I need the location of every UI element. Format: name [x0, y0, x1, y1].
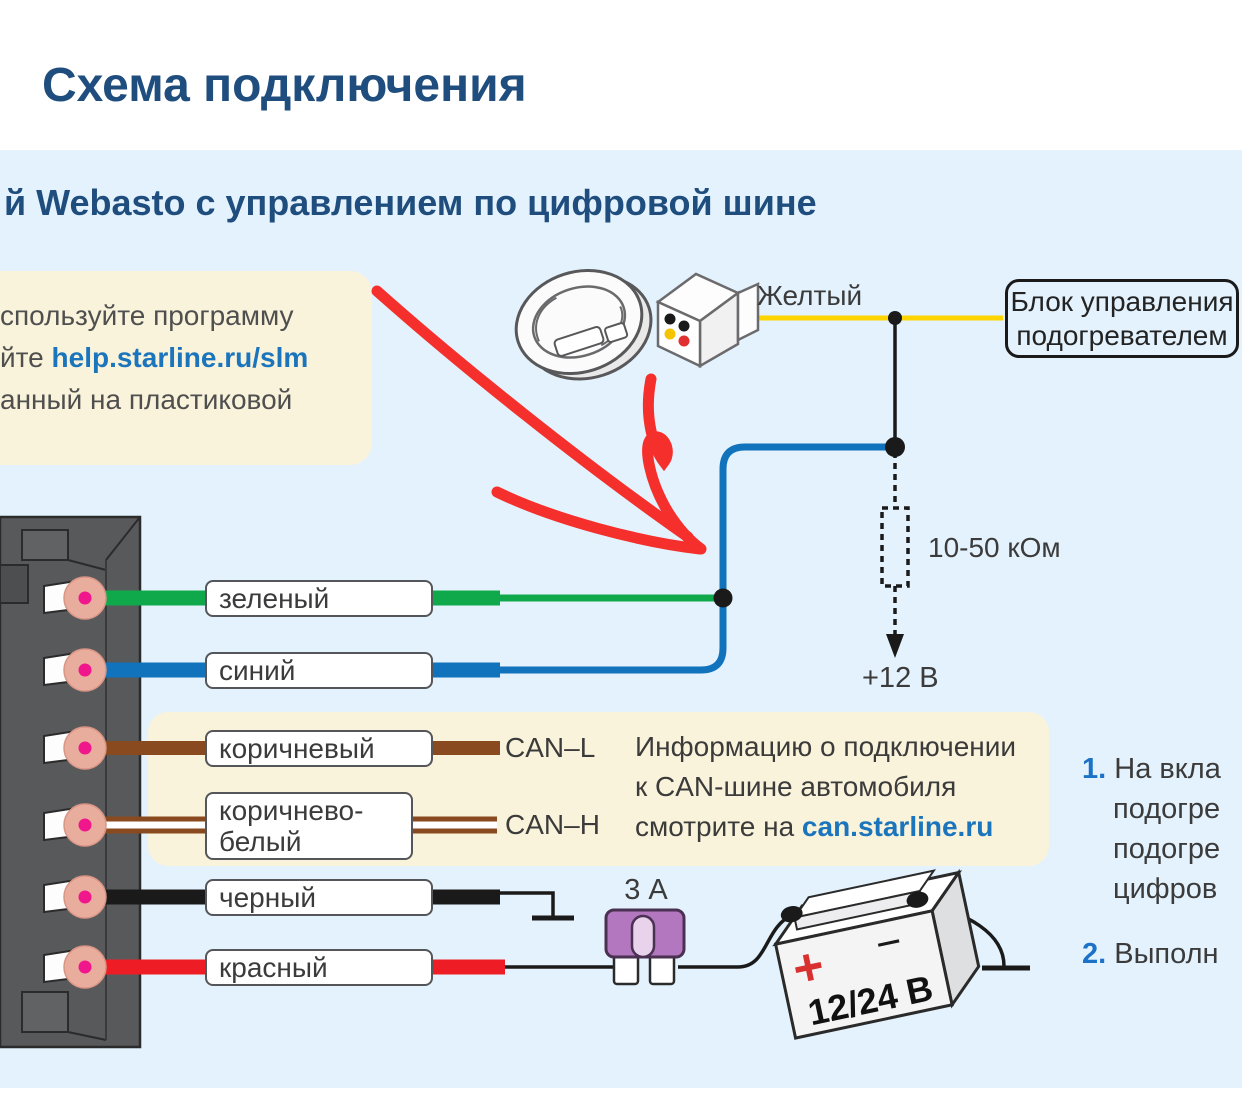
can-note-line-3: смотрите на can.starline.ru: [635, 807, 1016, 847]
pin-brown: [43, 726, 107, 770]
wire-label-red: красный: [205, 949, 433, 986]
connector-pins: [43, 576, 107, 989]
red-wire: [100, 913, 793, 975]
step-2-line-1: 2. Выполн: [1082, 938, 1219, 971]
arrowhead-plus12v: [886, 634, 904, 658]
wire-label-black: черный: [205, 879, 433, 916]
yellow-wire-tag: Желтый: [757, 280, 863, 311]
can-note-line-3-prefix: смотрите на: [635, 811, 802, 842]
battery-plus-terminal: [780, 906, 803, 923]
pin-blue: [43, 648, 107, 692]
pin-black: [43, 875, 107, 919]
red-annotation-arrow: [371, 285, 707, 555]
wire-label-blue: синий: [205, 652, 433, 689]
plug-pin-red: [678, 335, 690, 347]
plus12v-label: +12 В: [862, 662, 939, 694]
step-1-line-3: подогре: [1113, 833, 1221, 865]
plug-pin-black-2: [678, 320, 690, 332]
step-1-line-2: подогре: [1113, 793, 1221, 825]
resistor-symbol: [880, 506, 910, 588]
blue-wire-junction-dot: [885, 437, 905, 457]
note-line-2-prefix: йте: [0, 342, 52, 373]
can-h-tag: CAN–H: [505, 809, 600, 840]
step-2-number: 2.: [1082, 938, 1107, 970]
resistor-value-label: 10-50 кОм: [928, 532, 1061, 563]
diagram-subtitle: й Webasto с управлением по цифровой шине: [4, 182, 817, 223]
pin-green: [43, 576, 107, 620]
plug-connector: [655, 272, 760, 369]
plug-pin-yellow: [664, 328, 676, 340]
help-starline-link[interactable]: help.starline.ru/slm: [51, 342, 309, 373]
blue-wire: [100, 443, 889, 678]
step-1-number: 1.: [1082, 753, 1107, 785]
note-line-2: йте help.starline.ru/slm: [0, 337, 308, 379]
page-title: Схема подключения: [42, 59, 527, 112]
pin-red: [43, 945, 107, 989]
wire-label-brown: коричневый: [205, 730, 433, 767]
yellow-wire: [748, 311, 1003, 325]
resistor-branch: [880, 452, 910, 658]
fuse-rating-label: 3 А: [624, 874, 668, 906]
note-line-3: анный на пластиковой: [0, 384, 293, 415]
step-1-line-4: цифров: [1113, 873, 1218, 905]
can-note-line-1: Информацию о подключении: [635, 731, 1017, 762]
heater-box-line-1: Блок управления: [1010, 286, 1234, 317]
pin-brown-white: [43, 803, 107, 847]
note-box-program-text: спользуйте программу йте help.starline.r…: [0, 295, 308, 421]
step-2-text: Выполн: [1114, 938, 1219, 970]
plug-pin-black-1: [664, 313, 676, 325]
can-note-text: Информацию о подключении к CAN-шине авто…: [635, 727, 1016, 847]
wire-label-brown-white: коричнево-белый: [205, 792, 413, 860]
heater-control-unit-box: Блок управления подогревателем: [1005, 279, 1239, 358]
heater-box-line-2: подогревателем: [1016, 320, 1228, 351]
wire-label-green: зеленый: [205, 580, 433, 617]
step-1-text: На вкла: [1114, 753, 1221, 785]
can-l-tag: CAN–L: [505, 732, 596, 763]
battery-minus-terminal: [906, 891, 929, 908]
note-box-program: спользуйте программу йте help.starline.r…: [0, 271, 372, 465]
note-line-1: спользуйте программу: [0, 300, 294, 331]
can-starline-link[interactable]: can.starline.ru: [801, 811, 994, 842]
step-1-line-1: 1. На вкла: [1082, 753, 1221, 786]
heater-timer-device: [514, 268, 653, 381]
green-blue-junction-dot: [713, 588, 733, 608]
battery: + − 12/24 В: [772, 868, 981, 1040]
fuse-symbol: [604, 908, 686, 986]
can-note-line-2: к CAN-шине автомобиля: [635, 771, 957, 802]
